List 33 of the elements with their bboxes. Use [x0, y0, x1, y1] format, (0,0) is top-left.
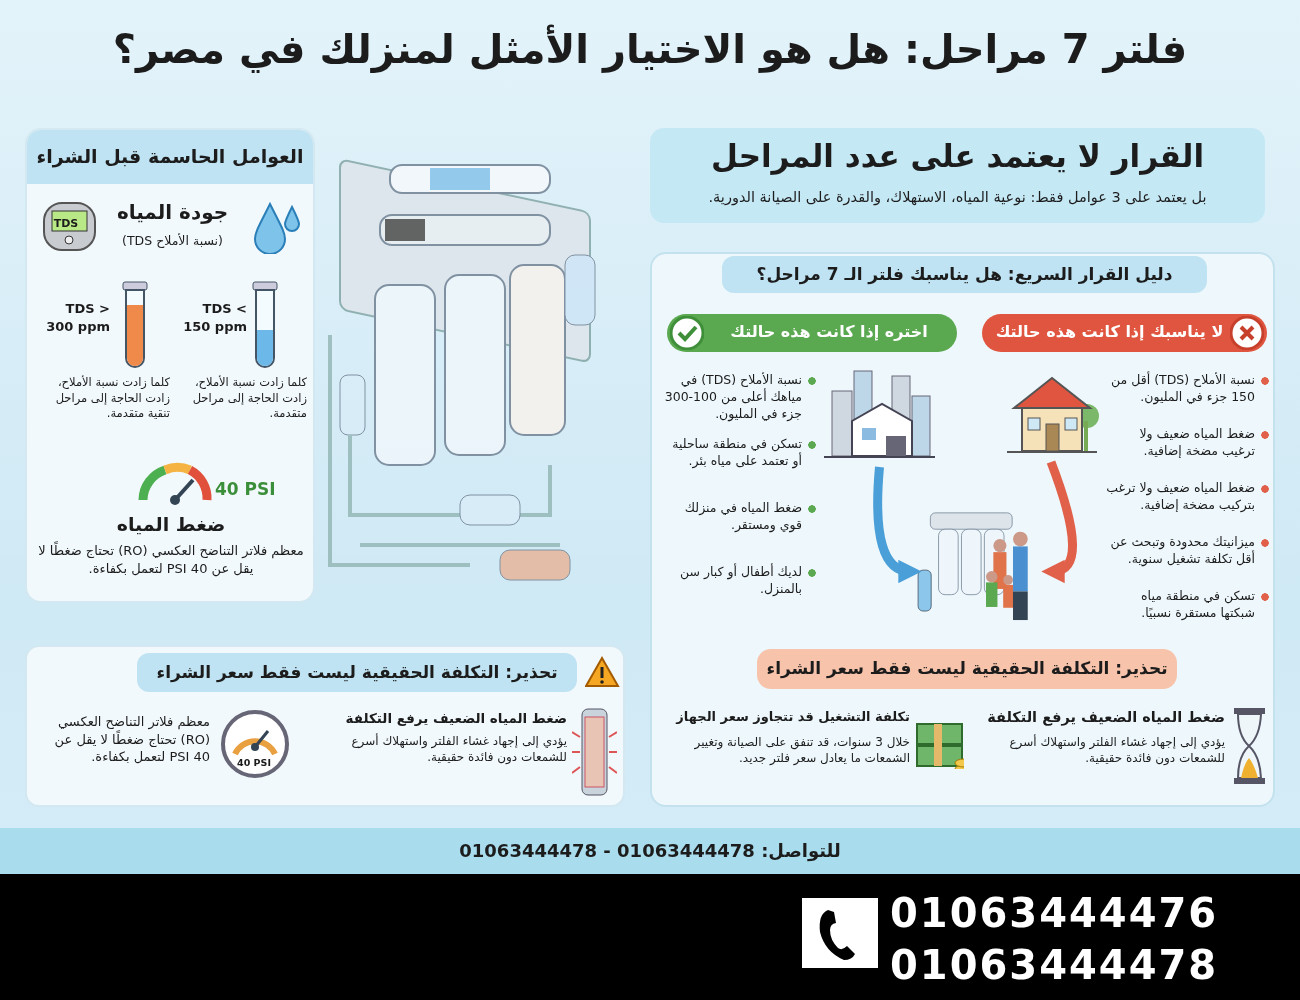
- measurement-label: TDS < 150 ppm: [182, 300, 247, 336]
- description-text: كلما زادت نسبة الأملاح، زادت الحاجة إلى مراحل متقدمة.: [191, 375, 307, 422]
- warning-heading: تحذير: التكلفة الحقيقية ليست فقط سعر الشراء: [137, 653, 577, 692]
- curved-arrow: [873, 466, 922, 582]
- description-text: كلما زادت نسبة الأملاح، زادت الحاجة إلى مراحل تنقية متقدمة.: [54, 375, 170, 422]
- bullet-item: ضغط المياه ضعيف ولا ترغب بتركيب مضخة إضافية.: [1104, 480, 1269, 514]
- panel-heading: القرار لا يعتمد على عدد المراحل: [710, 137, 1205, 177]
- measurement-label: TDS > 300 ppm: [45, 300, 110, 336]
- subheading: (نسبة الأملاح TDS): [121, 233, 224, 250]
- page-title: فلتر 7 مراحل: هل هو الاختيار الأمثل لمنزلك في مصر؟: [111, 23, 1189, 75]
- description-text: خلال 3 سنوات، قد تنفق على الصيانة وتغيير الشمعات ما يعادل سعر فلتر جديد.: [693, 734, 910, 767]
- phone-number: 01063444478: [890, 941, 1220, 990]
- description-text: يؤدي إلى إجهاد غشاء الفلتر واستهلاك أسرع للشمعات دون فائدة حقيقية.: [350, 733, 567, 766]
- panel-heading: العوامل الحاسمة قبل الشراء: [27, 130, 313, 184]
- contact-text: للتواصل: 01063444478 - 01063444478: [458, 839, 842, 864]
- gauge-value: 40 PSI: [236, 757, 272, 770]
- banner-heading: اختره إذا كانت هذه حالتك: [729, 321, 929, 343]
- section-heading: جودة المياه: [115, 199, 230, 226]
- screen-text: TDS: [52, 217, 80, 232]
- phone-number: 01063444476: [890, 889, 1220, 938]
- warning-heading: تحذير: التكلفة الحقيقية ليست فقط سعر الشراء: [765, 657, 1169, 680]
- item-heading: ضغط المياه الضعيف يرفع التكلفة: [344, 709, 567, 728]
- description-text: يؤدي إلى إجهاد غشاء الفلتر واستهلاك أسرع للشمعات دون فائدة حقيقية.: [1008, 734, 1225, 767]
- curved-arrow: [1041, 460, 1077, 582]
- description-text: معظم فلاتر التناضح العكسي (RO) تحتاج ضغطًا لا يقل عن 40 PSI لتعمل بكفاءة.: [37, 542, 305, 578]
- description-text: معظم فلاتر التناضح العكسي (RO) تحتاج ضغطًا لا يقل عن 40 PSI لتعمل بكفاءة.: [53, 713, 210, 766]
- item-heading: ضغط المياه الضعيف يرفع التكلفة: [986, 708, 1225, 728]
- item-heading: تكلفة التشغيل قد تتجاوز سعر الجهاز: [674, 708, 910, 726]
- gauge-value: 40 PSI: [215, 478, 277, 501]
- banner-heading: لا يناسبك إذا كانت هذه حالتك: [994, 321, 1225, 343]
- section-heading: ضغط المياه: [115, 512, 227, 537]
- description-text: بل يعتمد على 3 عوامل فقط: نوعية المياه، الاستهلاك، والقدرة على الصيانة الدورية.: [707, 188, 1208, 208]
- panel-heading: دليل القرار السريع: هل يناسبك فلتر الـ 7 مراحل؟: [722, 256, 1207, 293]
